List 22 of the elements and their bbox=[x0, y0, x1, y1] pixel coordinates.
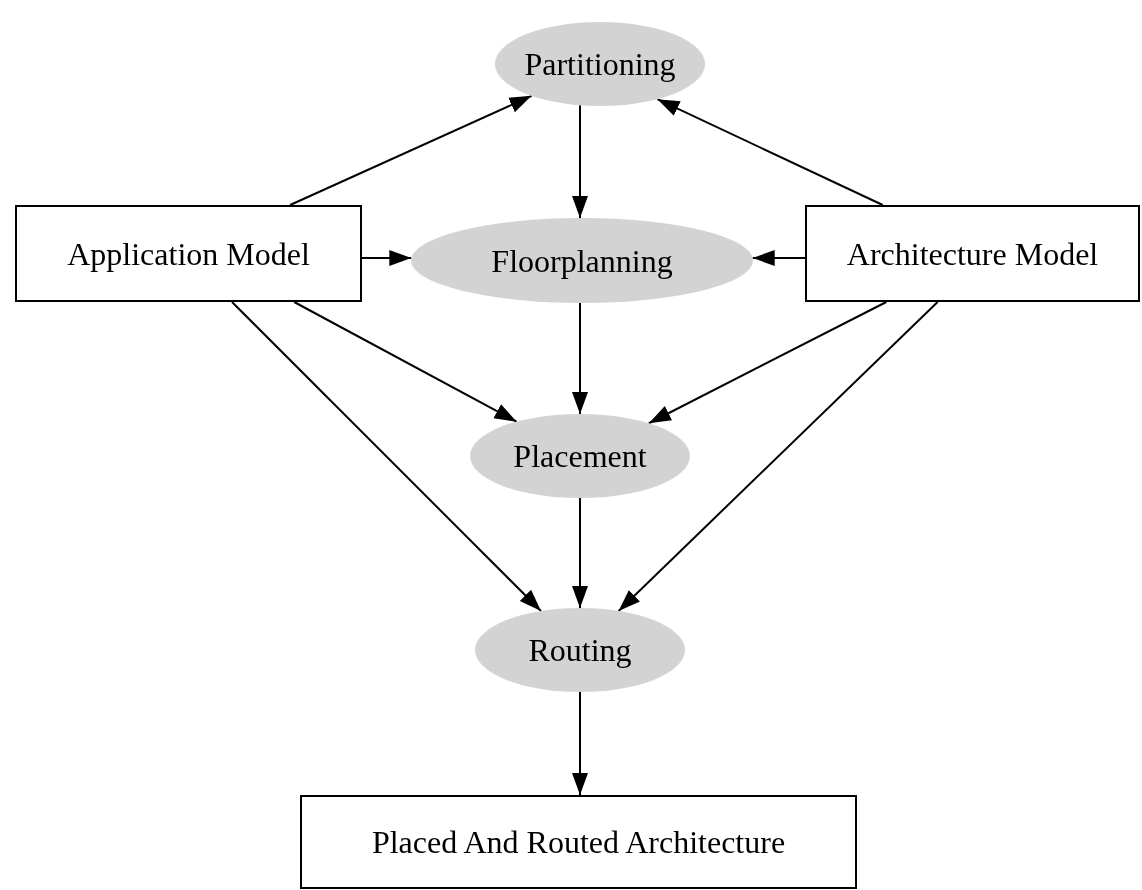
arrow bbox=[656, 98, 884, 206]
data-box bbox=[805, 205, 1140, 302]
data-box bbox=[300, 795, 857, 889]
data-box bbox=[15, 205, 362, 302]
node-label: Placement bbox=[513, 437, 647, 476]
arrow bbox=[572, 104, 588, 219]
arrow bbox=[361, 250, 413, 266]
arrow bbox=[751, 250, 806, 266]
node-label: Application Model bbox=[67, 234, 310, 274]
arrow bbox=[572, 302, 588, 415]
arrow bbox=[617, 301, 939, 612]
arrow bbox=[289, 94, 533, 206]
node-label: Placed And Routed Architecture bbox=[371, 823, 786, 862]
node-label: Partitioning bbox=[524, 45, 676, 84]
arrow bbox=[231, 301, 542, 612]
arrow bbox=[293, 301, 518, 423]
node-label: Floorplanning bbox=[491, 241, 673, 281]
node-label: Architecture Model bbox=[846, 234, 1099, 274]
arrow bbox=[647, 301, 888, 425]
arrow bbox=[572, 691, 588, 796]
arrow bbox=[572, 497, 588, 609]
node-label: Routing bbox=[528, 631, 632, 670]
